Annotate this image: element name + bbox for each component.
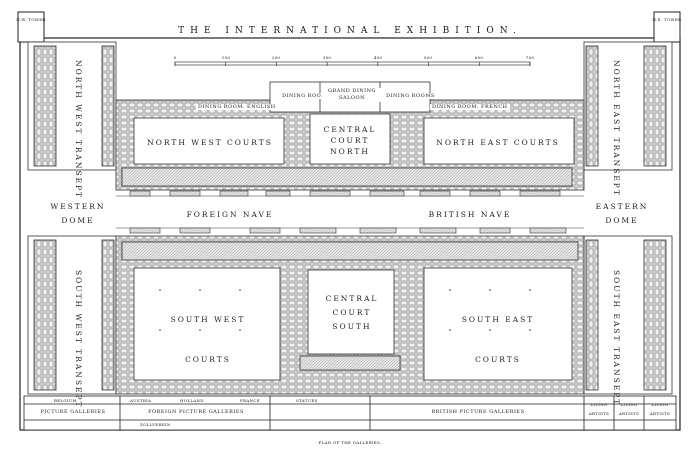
- dining-rooms-right: DINING ROOMS: [384, 93, 437, 99]
- grand-dining-saloon: GRAND DINING SALOON: [322, 88, 382, 102]
- scale-tick-3: 300: [322, 55, 332, 60]
- zollverein-label: ZOLLVEREIN: [140, 422, 171, 427]
- south-east-courts: SOUTH EAST COURTS: [461, 315, 535, 364]
- south-east-transept: SOUTH EAST TRANSEPT: [612, 270, 621, 407]
- belgium-label: BELGIUM: [54, 398, 77, 403]
- central-court-south: CENTRAL COURT SOUTH: [325, 294, 379, 331]
- central-court-north: CENTRAL COURT NORTH: [323, 125, 377, 156]
- nw-tower-label: N.W. TOWER: [16, 17, 46, 22]
- map-caption: PLAN OF THE GALLERIES.: [318, 440, 382, 445]
- british-picture-galleries: BRITISH PICTURE GALLERIES: [431, 409, 525, 415]
- scale-tick-0: 0: [173, 55, 177, 60]
- north-east-transept: NORTH EAST TRANSEPT: [612, 60, 621, 197]
- dining-rooms-left: DINING ROOMS: [280, 93, 333, 99]
- scale-tick-4: 400: [373, 55, 383, 60]
- foreign-picture-galleries: FOREIGN PICTURE GALLERIES: [148, 409, 244, 415]
- western-dome: WESTERN DOME: [50, 202, 106, 225]
- dining-room-french: DINING ROOM. FRENCH: [430, 104, 510, 110]
- scale-tick-1: 100: [221, 55, 231, 60]
- foreign-nave: FOREIGN NAVE: [186, 210, 274, 219]
- north-east-courts: NORTH EAST COURTS: [436, 138, 560, 147]
- living-artists-3: LIVING ARTISTS: [649, 402, 671, 416]
- british-nave: BRITISH NAVE: [428, 210, 512, 219]
- naves: [116, 190, 584, 234]
- dining-room-english: DINING ROOM. ENGLISH: [196, 104, 278, 110]
- left-picture-galleries: PICTURE GALLERIES: [40, 409, 106, 415]
- court-markers: [159, 289, 531, 331]
- south-west-courts: SOUTH WEST COURTS: [170, 315, 246, 364]
- france-label: FRANCE: [240, 398, 260, 403]
- north-west-courts: NORTH WEST COURTS: [147, 138, 273, 147]
- ne-tower-label: N.E. TOWER: [652, 17, 682, 22]
- scale-tick-6: 600: [474, 55, 484, 60]
- bottom-galleries: [23, 395, 677, 431]
- scale-bar: [174, 61, 531, 66]
- map-title: THE INTERNATIONAL EXHIBITION.: [178, 26, 522, 36]
- scale-tick-5: 500: [423, 55, 433, 60]
- austria-label: AUSTRIA: [130, 398, 152, 403]
- north-west-transept: NORTH WEST TRANSEPT: [74, 60, 83, 200]
- eastern-dome: EASTERN DOME: [595, 202, 649, 225]
- statues-label: STATUES: [296, 398, 318, 403]
- transept-wings: [27, 41, 673, 395]
- scale-tick-7: 700: [525, 55, 535, 60]
- south-block: [115, 235, 585, 395]
- south-west-transept: SOUTH WEST TRANSEPT: [74, 270, 83, 409]
- holland-label: HOLLAND: [180, 398, 204, 403]
- scale-tick-2: 200: [271, 55, 281, 60]
- towers: [17, 11, 681, 43]
- living-artists-2: LIVING ARTISTS: [618, 402, 640, 416]
- living-artists-1: LIVING ARTISTS: [588, 402, 610, 416]
